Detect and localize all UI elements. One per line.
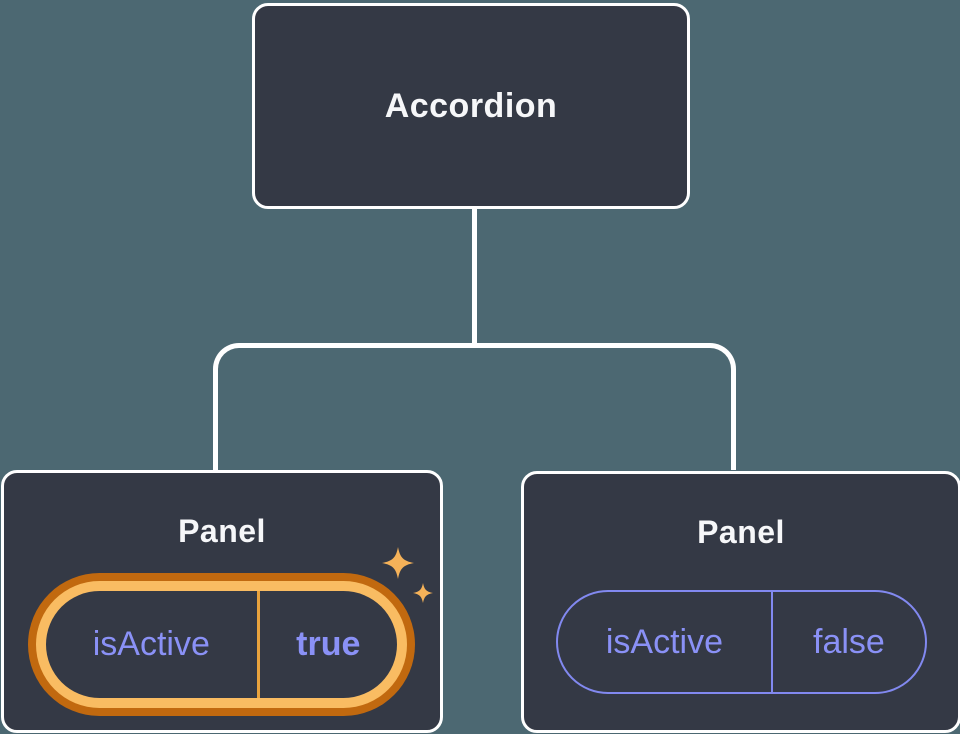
sparkles-icon: [382, 547, 433, 603]
state-key: isActive: [558, 592, 773, 692]
state-pill-active: isActive true: [28, 573, 415, 716]
node-accordion: Accordion: [252, 3, 690, 209]
connector-bracket: [213, 343, 736, 470]
state-pill-active-ring: isActive true: [36, 581, 407, 708]
state-value: true: [296, 625, 361, 663]
connector-stem: [472, 208, 477, 348]
state-pill-active-content: isActive true: [46, 591, 397, 698]
node-accordion-label: Accordion: [384, 86, 558, 125]
node-panel-active-label: Panel: [178, 513, 266, 549]
node-panel-inactive: Panel isActive false: [521, 471, 960, 733]
node-panel-active: Panel isActive true: [1, 470, 443, 733]
state-key: isActive: [46, 591, 260, 698]
state-pill-inactive: isActive false: [556, 590, 927, 694]
state-value: false: [813, 622, 885, 661]
node-panel-inactive-label: Panel: [697, 514, 785, 550]
